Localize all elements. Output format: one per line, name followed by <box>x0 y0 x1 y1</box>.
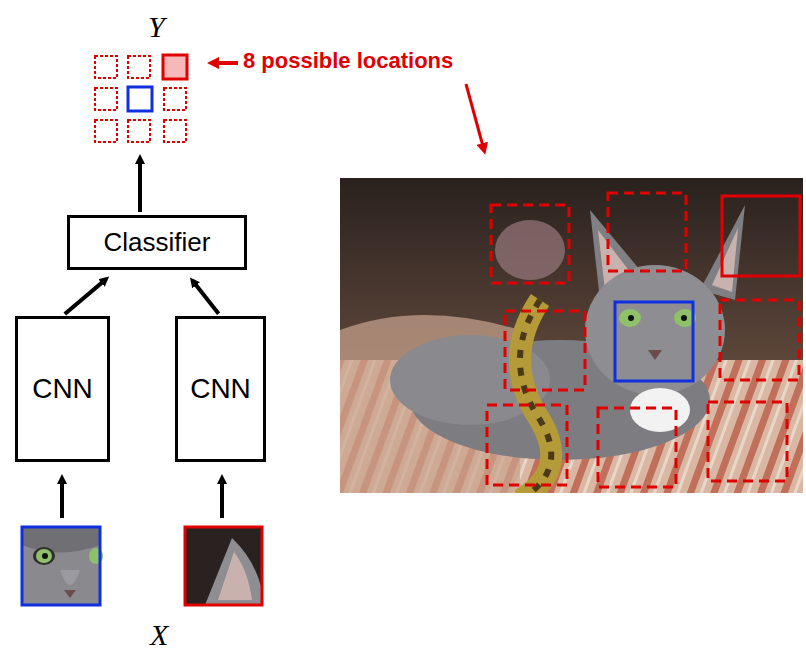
location-grid <box>95 55 187 142</box>
ear-patch <box>185 527 262 605</box>
classifier-box: Classifier <box>67 215 247 270</box>
box-label: CNN <box>190 373 251 405</box>
input-arrow <box>220 478 224 518</box>
location-boxes <box>487 193 800 487</box>
feature-arrow <box>192 281 218 314</box>
cnn-box: CNN <box>15 316 110 462</box>
variable-label: X <box>150 618 168 652</box>
cat-photo <box>340 178 803 493</box>
box-label: Classifier <box>104 227 211 258</box>
feature-arrow <box>65 279 106 314</box>
callout-text: 8 possible locations <box>243 48 453 74</box>
output-arrow <box>138 158 142 212</box>
callout-arrow <box>466 84 484 150</box>
box-label: CNN <box>32 373 93 405</box>
face-patch <box>22 527 103 605</box>
input-arrow <box>60 478 64 518</box>
callout-arrow <box>212 61 238 65</box>
variable-label: Y <box>148 10 165 44</box>
cnn-box: CNN <box>175 316 266 462</box>
